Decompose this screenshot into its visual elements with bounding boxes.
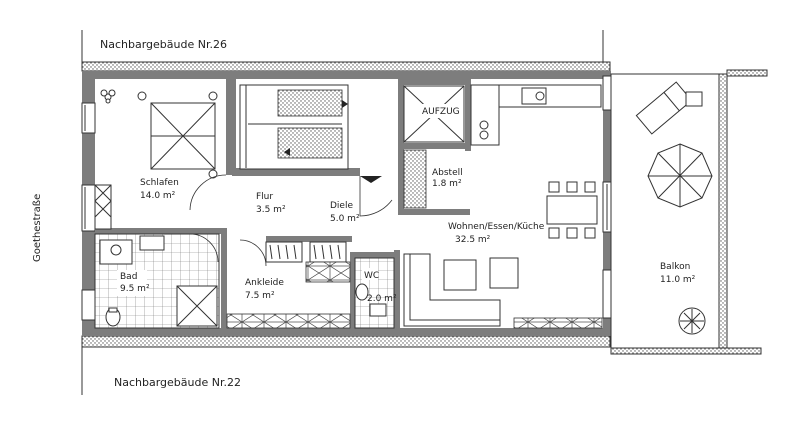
umbrella bbox=[647, 143, 713, 208]
wardrobe bbox=[94, 184, 112, 230]
room-area-balkon: 11.0 m² bbox=[660, 275, 696, 285]
interior-walls bbox=[95, 79, 471, 328]
room-area-bad: 9.5 m² bbox=[120, 284, 150, 294]
room-abstell: Abstell 1.8 m² bbox=[403, 149, 463, 209]
sofa bbox=[403, 253, 501, 327]
dining-table bbox=[546, 195, 598, 225]
room-label-abstell: Abstell bbox=[432, 168, 463, 178]
flower-icon bbox=[100, 89, 116, 104]
room-area-schlafen: 14.0 m² bbox=[140, 191, 176, 201]
room-bad: Bad 9.5 m² bbox=[94, 233, 220, 329]
room-label-bad: Bad bbox=[120, 272, 137, 282]
room-diele: Diele 5.0 m² bbox=[330, 176, 393, 224]
room-label-wc: WC bbox=[364, 271, 379, 281]
windows bbox=[81, 75, 612, 321]
room-area-wohnen: 32.5 m² bbox=[455, 235, 491, 245]
room-label-balkon: Balkon bbox=[660, 262, 690, 272]
room-area-diele: 5.0 m² bbox=[330, 214, 360, 224]
room-area-ankleide: 7.5 m² bbox=[245, 291, 275, 301]
room-area-flur: 3.5 m² bbox=[256, 205, 286, 215]
staircase bbox=[239, 84, 349, 170]
neighbor-label-top: Nachbargebäude Nr.26 bbox=[100, 38, 227, 51]
room-area-wc: 2.0 m² bbox=[367, 294, 397, 304]
room-balkon: Balkon 11.0 m² bbox=[610, 69, 768, 355]
street-label: Goethestraße bbox=[32, 194, 43, 262]
room-ankleide: Ankleide 7.5 m² bbox=[226, 239, 351, 329]
room-wohnen: Wohnen/Essen/Küche 32.5 m² bbox=[403, 84, 603, 329]
room-label-wohnen: Wohnen/Essen/Küche bbox=[448, 222, 545, 232]
plant-icon bbox=[678, 307, 706, 335]
room-schlafen: Schlafen 14.0 m² bbox=[94, 89, 227, 230]
neighbor-label-bottom: Nachbargebäude Nr.22 bbox=[114, 376, 241, 389]
room-label-flur: Flur bbox=[256, 192, 273, 202]
room-label-diele: Diele bbox=[330, 201, 353, 211]
room-wc: WC 2.0 m² bbox=[354, 257, 397, 329]
elevator: AUFZUG bbox=[403, 85, 465, 143]
toilet-wc bbox=[355, 283, 369, 301]
room-flur: Flur 3.5 m² bbox=[256, 192, 286, 215]
room-label-ankleide: Ankleide bbox=[245, 278, 284, 288]
elevator-label: AUFZUG bbox=[422, 107, 460, 117]
room-label-schlafen: Schlafen bbox=[140, 178, 179, 188]
room-area-abstell: 1.8 m² bbox=[432, 179, 462, 189]
lounger bbox=[635, 81, 693, 135]
